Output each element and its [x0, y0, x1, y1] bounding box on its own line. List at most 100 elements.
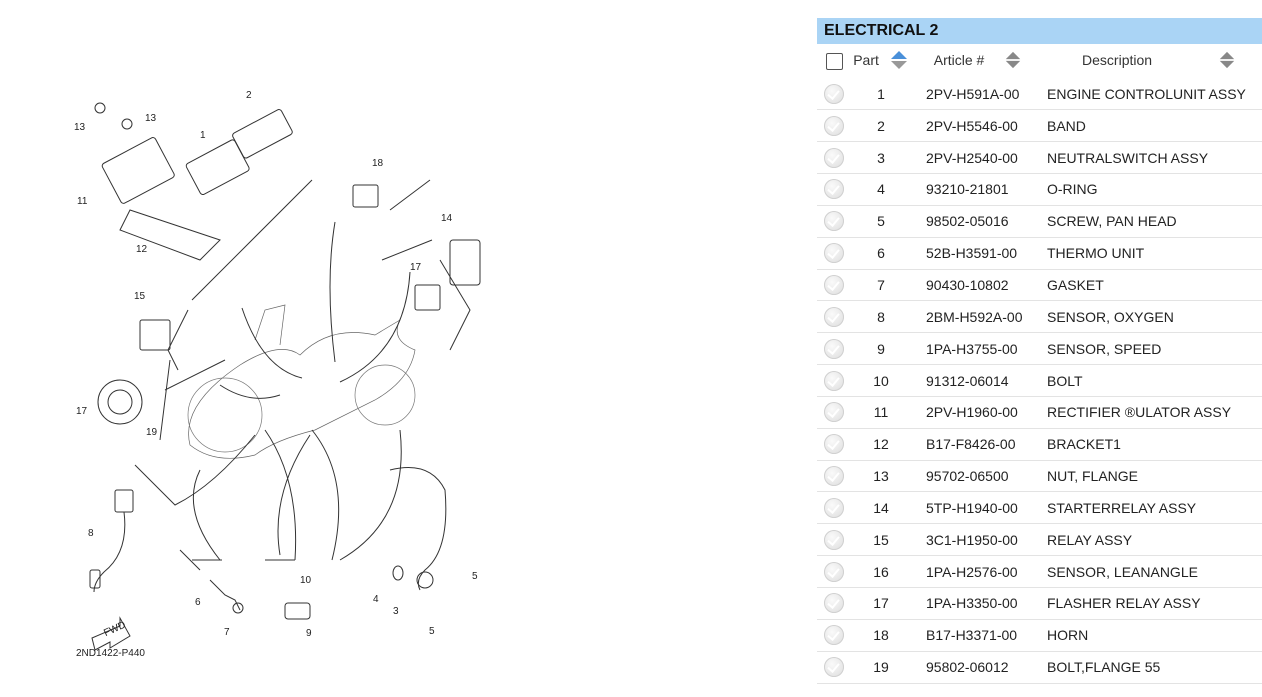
article-number-cell: 3C1-H1950-00	[911, 523, 1046, 557]
row-select-cell[interactable]	[817, 587, 851, 620]
description-column-header[interactable]: Description	[1046, 44, 1262, 78]
part-header-label: Part	[853, 51, 879, 68]
parts-table: Part Article # Description	[817, 44, 1262, 684]
callout-3: 3	[393, 606, 399, 617]
part-number-cell: 11	[851, 396, 911, 429]
row-select-cell[interactable]	[817, 173, 851, 206]
check-circle-icon[interactable]	[824, 211, 844, 232]
check-circle-icon[interactable]	[824, 625, 844, 646]
article-number-cell: 2BM-H592A-00	[911, 300, 1046, 334]
article-column-header[interactable]: Article #	[911, 44, 1046, 78]
callout-4: 4	[373, 594, 379, 605]
sort-asc-desc-icon[interactable]	[889, 50, 909, 73]
part-number-cell: 5	[851, 205, 911, 238]
row-select-cell[interactable]	[817, 205, 851, 238]
row-select-cell[interactable]	[817, 109, 851, 143]
select-all-checkbox[interactable]	[825, 52, 843, 70]
article-number-cell: B17-F8426-00	[911, 428, 1046, 461]
article-number-cell: 98502-05016	[911, 205, 1046, 238]
row-select-cell[interactable]	[817, 300, 851, 334]
check-circle-icon[interactable]	[824, 306, 844, 327]
article-number-cell: 52B-H3591-00	[911, 237, 1046, 270]
check-circle-icon[interactable]	[824, 593, 844, 614]
article-number-cell: 95702-06500	[911, 460, 1046, 493]
description-cell: ENGINE CONTROLUNIT ASSY	[1046, 78, 1262, 111]
row-select-cell[interactable]	[817, 269, 851, 302]
row-select-cell[interactable]	[817, 78, 851, 111]
row-select-cell[interactable]	[817, 619, 851, 652]
check-circle-icon[interactable]	[824, 561, 844, 582]
row-select-cell[interactable]	[817, 396, 851, 429]
row-select-cell[interactable]	[817, 523, 851, 557]
check-circle-icon[interactable]	[824, 179, 844, 200]
row-select-cell[interactable]	[817, 428, 851, 461]
callout-7: 7	[224, 627, 230, 638]
article-number-cell: B17-H3371-00	[911, 619, 1046, 652]
check-circle-icon[interactable]	[824, 243, 844, 264]
check-circle-icon[interactable]	[824, 402, 844, 423]
row-select-cell[interactable]	[817, 332, 851, 366]
description-cell: HORN	[1046, 619, 1262, 652]
description-cell: BOLT,FLANGE 55	[1046, 651, 1262, 684]
description-header-label: Description	[1082, 51, 1153, 68]
part-number-cell: 10	[851, 364, 911, 397]
row-select-cell[interactable]	[817, 555, 851, 588]
select-all-header	[817, 44, 851, 78]
row-select-cell[interactable]	[817, 651, 851, 684]
row-select-cell[interactable]	[817, 460, 851, 493]
check-circle-icon[interactable]	[824, 274, 844, 295]
sort-icon[interactable]	[1218, 50, 1236, 73]
check-circle-icon[interactable]	[824, 657, 844, 678]
description-cell: BOLT	[1046, 364, 1262, 397]
part-number-cell: 1	[851, 78, 911, 111]
description-cell: SENSOR, LEANANGLE	[1046, 555, 1262, 588]
callout-13a: 13	[74, 122, 86, 133]
parts-diagram-svg: 13 13 2 1 11 12 18 14 17 15 17 19 8 6 7 …	[74, 90, 481, 659]
callout-17: 18	[372, 158, 384, 169]
row-select-cell[interactable]	[817, 141, 851, 175]
check-circle-icon[interactable]	[824, 147, 844, 168]
callout-18: 17	[76, 406, 88, 417]
part-number-cell: 6	[851, 237, 911, 270]
check-circle-icon[interactable]	[824, 434, 844, 455]
row-select-cell[interactable]	[817, 237, 851, 270]
description-cell: BAND	[1046, 109, 1262, 143]
sort-icon[interactable]	[1004, 50, 1022, 73]
check-circle-icon[interactable]	[824, 83, 844, 104]
check-circle-icon[interactable]	[824, 115, 844, 136]
row-select-cell[interactable]	[817, 491, 851, 525]
description-cell: O-RING	[1046, 173, 1262, 206]
article-header-label: Article #	[933, 51, 985, 68]
part-number-cell: 3	[851, 141, 911, 175]
part-number-cell: 15	[851, 523, 911, 557]
check-circle-icon[interactable]	[824, 529, 844, 550]
part-number-cell: 18	[851, 619, 911, 652]
table-header-row: Part Article # Description	[817, 44, 1262, 78]
callout-15: 15	[134, 291, 146, 302]
check-circle-icon[interactable]	[824, 370, 844, 391]
part-column-header[interactable]: Part	[851, 44, 911, 78]
check-circle-icon[interactable]	[824, 497, 844, 518]
check-circle-icon[interactable]	[824, 466, 844, 487]
row-select-cell[interactable]	[817, 364, 851, 397]
check-circle-icon[interactable]	[824, 338, 844, 359]
